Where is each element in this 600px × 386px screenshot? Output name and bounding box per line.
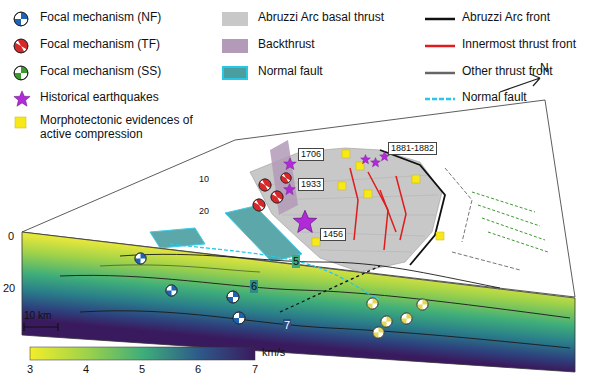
legend-text: Historical earthquakes: [40, 91, 159, 105]
legend-text: Focal mechanism (TF): [40, 38, 160, 52]
legend-text: Focal mechanism (SS): [40, 65, 161, 79]
color-bar: [30, 347, 255, 360]
legend-text: Backthrust: [258, 38, 315, 52]
label: 0: [8, 230, 14, 243]
year-box: 1456: [320, 228, 346, 241]
label: 7: [252, 363, 258, 376]
label: 20: [198, 206, 210, 216]
label: 10 km: [24, 310, 51, 322]
label: 20: [3, 282, 15, 295]
year-text: 1933: [301, 179, 321, 189]
legend-text: Normal fault: [462, 91, 527, 105]
label: 7: [283, 319, 291, 332]
label: km/s: [262, 346, 285, 359]
label: N: [540, 62, 549, 76]
label: 3: [27, 363, 33, 376]
normal-fault-panel: [225, 206, 302, 262]
morphotectonic-marks: [312, 150, 444, 246]
legend-text: Innermost thrust front: [462, 38, 576, 52]
legend-icons: [14, 12, 455, 128]
label: 5: [292, 255, 300, 268]
label: 4: [83, 363, 89, 376]
other-thrust: [445, 168, 520, 270]
innermost-thrust: [350, 168, 406, 250]
backthrust-panel: [270, 140, 298, 215]
legend-swatch: [222, 12, 248, 26]
label: 5: [139, 363, 145, 376]
year-text: 1706: [301, 149, 321, 159]
scale-bar: [24, 323, 58, 331]
year-text: 1881-1882: [391, 143, 434, 153]
basal-thrust-trace: [280, 266, 380, 312]
legend-swatch: [222, 66, 248, 80]
green-faults: [472, 192, 548, 252]
velocity-contours: [60, 254, 570, 348]
legend-swatch: [222, 39, 248, 53]
year-text: 1456: [323, 229, 343, 239]
legend-text: Focal mechanism (NF): [40, 11, 161, 25]
legend-text: Normal fault: [258, 65, 323, 79]
abruzzi-front: [380, 150, 445, 265]
label: 10: [198, 174, 210, 184]
normal-fault-trace: [170, 244, 380, 300]
year-box: 1706: [298, 148, 324, 161]
year-box: 1881-1882: [388, 142, 437, 155]
label: 6: [195, 363, 201, 376]
label: 6: [250, 280, 258, 293]
year-box: 1933: [298, 178, 324, 191]
legend-text: Morphotectonic evidences of active compr…: [40, 114, 215, 142]
legend-text: Other thrust front: [462, 65, 553, 79]
legend-text: Abruzzi Arc front: [462, 11, 550, 25]
legend-text: Abruzzi Arc basal thrust: [258, 11, 384, 25]
velocity-section: [22, 232, 575, 372]
